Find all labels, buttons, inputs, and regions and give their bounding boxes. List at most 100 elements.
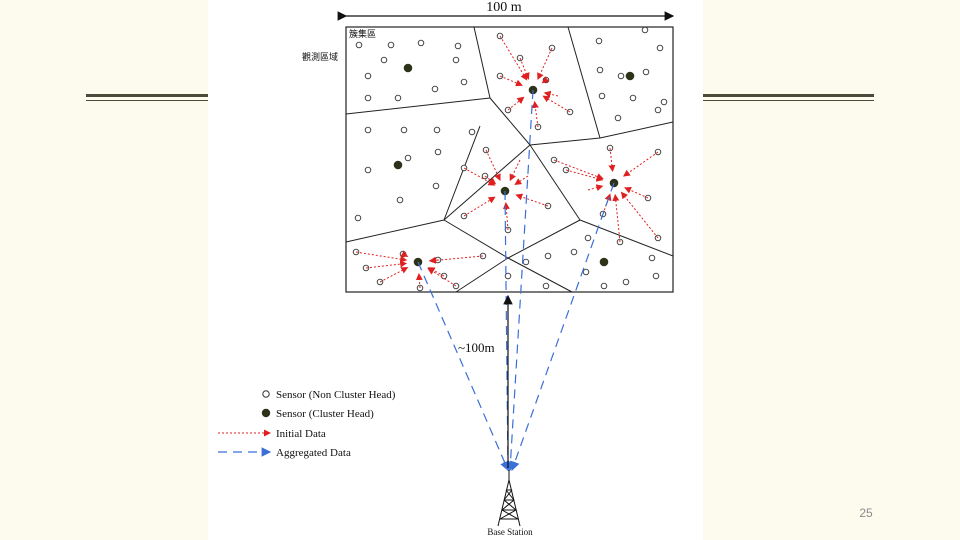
sensor-node (542, 282, 550, 290)
sensor-node (364, 94, 372, 102)
sensor-node (394, 94, 402, 102)
sensor-node (468, 128, 476, 136)
cluster-head-node (393, 160, 403, 170)
sensor-node (400, 126, 408, 134)
initial-data-arrow (622, 151, 659, 177)
sensor-node (479, 252, 487, 260)
sensor-node (387, 41, 395, 49)
legend-label-initial-data: Initial Data (276, 428, 326, 440)
legend: Sensor (Non Cluster Head) Sensor (Cluste… (218, 389, 396, 459)
cluster-head-node (403, 63, 413, 73)
sensor-node (380, 56, 388, 64)
sensor-node (404, 154, 412, 162)
cluster-boundary (473, 26, 491, 99)
cluster-boundary (443, 125, 481, 221)
initial-data-arrow (427, 267, 457, 287)
sensor-node (656, 44, 664, 52)
sensor-node (641, 26, 649, 34)
cluster-boundary (599, 121, 674, 139)
sensor-node (417, 39, 425, 47)
sensor-node (600, 282, 608, 290)
sensor-node (660, 98, 668, 106)
cluster-boundary (345, 97, 491, 115)
initial-data-arrow (509, 159, 521, 182)
initial-data-arrow (485, 149, 501, 182)
initial-data-arrow (553, 159, 604, 180)
sensor-node (432, 182, 440, 190)
cluster-boundary (489, 97, 531, 146)
decorative-rule-left (86, 94, 208, 97)
sensor-node (396, 196, 404, 204)
initial-data-arrow (365, 260, 408, 269)
decorative-rule-right-thin (703, 100, 874, 101)
initial-data-arrow (620, 191, 659, 239)
sensor-node (617, 72, 625, 80)
initial-data-arrow (537, 47, 553, 81)
initial-data-arrow (502, 202, 510, 231)
initial-data-arrow (519, 57, 530, 80)
legend-label-cluster-head: Sensor (Cluster Head) (276, 408, 374, 420)
sensor-node (648, 254, 656, 262)
sensor-node (614, 114, 622, 122)
legend-sensor-icon (262, 390, 270, 398)
cluster-region-label: 簇集區 (349, 28, 376, 39)
aggregated-data-links (417, 89, 615, 472)
sensor-node (354, 214, 362, 222)
cluster-boundary (507, 219, 581, 259)
cluster-head-node (609, 178, 619, 188)
legend-label-sensor: Sensor (Non Cluster Head) (276, 389, 396, 401)
initial-data-arrow (514, 175, 529, 185)
page-number: 25 (859, 506, 873, 520)
aggregated-link (417, 261, 510, 472)
sensor-node (460, 78, 468, 86)
base-station-label: Base Station (487, 527, 533, 537)
sensor-node (364, 166, 372, 174)
sensor-node (544, 252, 552, 260)
sensor-node (652, 272, 660, 280)
observation-area-label: 觀測區域 (302, 51, 338, 62)
sensor-node (595, 37, 603, 45)
initial-data-arrow (463, 167, 496, 186)
initial-data-arrow (516, 96, 525, 104)
cluster-head-node (528, 85, 538, 95)
cluster-boundary (567, 26, 601, 139)
legend-label-aggregated-data: Aggregated Data (276, 447, 351, 459)
sensor-node (434, 148, 442, 156)
initial-data-arrow (587, 184, 604, 192)
cluster-boundary (443, 219, 509, 259)
initial-data-arrow (379, 267, 409, 283)
cluster-boundary (579, 219, 674, 257)
initial-data-arrow (499, 75, 523, 87)
initial-data-arrow (608, 147, 616, 173)
decorative-rule-right (703, 94, 874, 97)
sensor-node (598, 92, 606, 100)
initial-data-arrow (624, 187, 649, 199)
cluster-boundary (507, 257, 573, 293)
initial-data-arrow (541, 76, 550, 84)
cluster-boundaries (345, 26, 674, 293)
sensor-node (504, 272, 512, 280)
cluster-boundary (455, 257, 509, 293)
sensor-node (355, 41, 363, 49)
initial-data-arrow (515, 193, 549, 207)
sensor-node (364, 126, 372, 134)
cluster-head-node (625, 71, 635, 81)
sensor-node (454, 42, 462, 50)
sensor-node (629, 94, 637, 102)
sensor-node (433, 126, 441, 134)
sensor-node (582, 268, 590, 276)
observation-area-boundary (345, 26, 674, 293)
sensor-node (431, 85, 439, 93)
initial-data-arrow (531, 100, 539, 128)
network-diagram-figure: 100 m 簇集區 觀測區域 ~100m (208, 0, 703, 540)
width-label: 100 m (486, 0, 522, 15)
legend-cluster-head-icon (261, 408, 271, 418)
sensor-node (596, 66, 604, 74)
sensor-node (452, 56, 460, 64)
initial-data-arrow (427, 267, 445, 277)
initial-data-arrow (542, 95, 571, 113)
sensor-node (654, 106, 662, 114)
initial-data-arrow (400, 250, 409, 257)
initial-data-arrow (428, 255, 484, 264)
